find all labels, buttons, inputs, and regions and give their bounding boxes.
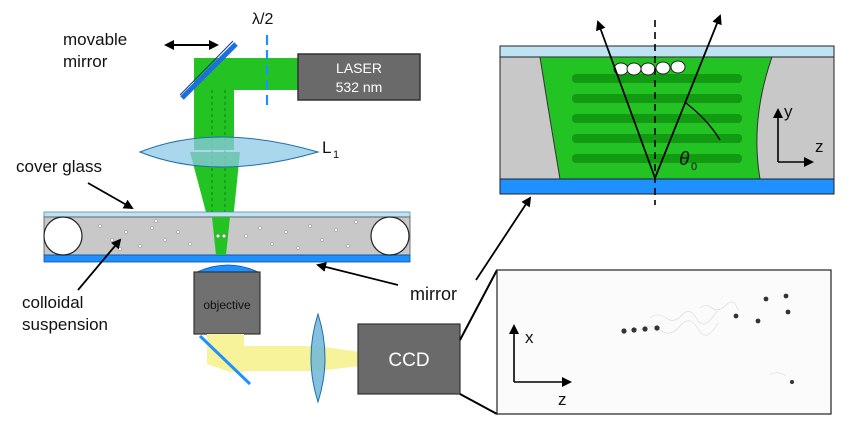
spacer-bead	[43, 216, 83, 256]
mirror-label: mirror	[410, 284, 457, 304]
fixed-mirror	[198, 334, 252, 386]
spacer-bead	[370, 216, 410, 256]
colloidal-label-1: colloidal	[22, 293, 83, 312]
cover-glass-label: cover glass	[16, 157, 102, 176]
inset-y-label: y	[784, 102, 793, 121]
inset-zoom: θ 0 y z	[499, 14, 835, 205]
camera-image: x z	[496, 269, 832, 415]
inset-zoom-arrow	[475, 196, 532, 281]
half-wave-label: λ/2	[252, 11, 273, 28]
movable-mirror: movable mirror	[63, 30, 238, 100]
colloidal-arrow	[77, 238, 122, 291]
imaging-beam	[198, 334, 360, 386]
camera-z-label: z	[558, 390, 567, 409]
inset-z-label: z	[815, 137, 824, 156]
camera-x-label: x	[525, 328, 534, 347]
lens-l1: L 1	[138, 136, 339, 168]
camera-link-top	[459, 269, 498, 341]
half-wave-plate: λ/2	[252, 11, 273, 108]
ccd-camera: CCD	[357, 323, 461, 395]
ccd-label: CCD	[388, 350, 429, 371]
theta-label: θ	[679, 149, 690, 170]
objective-label: objective	[203, 298, 251, 312]
colloid-particles	[98, 219, 358, 251]
mirror-arrow	[316, 262, 399, 286]
laser-source: LASER 532 nm	[297, 53, 421, 101]
movable-mirror-label-1: movable	[63, 30, 127, 49]
movable-mirror-label-2: mirror	[63, 52, 108, 71]
laser-wavelength: 532 nm	[336, 79, 383, 95]
sample-chamber	[43, 211, 411, 263]
laser-label: LASER	[336, 60, 382, 76]
cover-glass-arrow	[87, 182, 134, 209]
lens-label-sub: 1	[333, 149, 339, 161]
camera-particles	[621, 293, 794, 384]
camera-link-bottom	[459, 393, 498, 415]
lens-label: L	[322, 138, 331, 157]
colloidal-label-2: suspension	[22, 315, 108, 334]
trapped-particles	[613, 60, 686, 76]
imaging-lens	[310, 312, 326, 404]
interference-fringes	[572, 74, 742, 163]
objective: objective	[193, 264, 261, 335]
theta-label-sub: 0	[691, 161, 697, 173]
